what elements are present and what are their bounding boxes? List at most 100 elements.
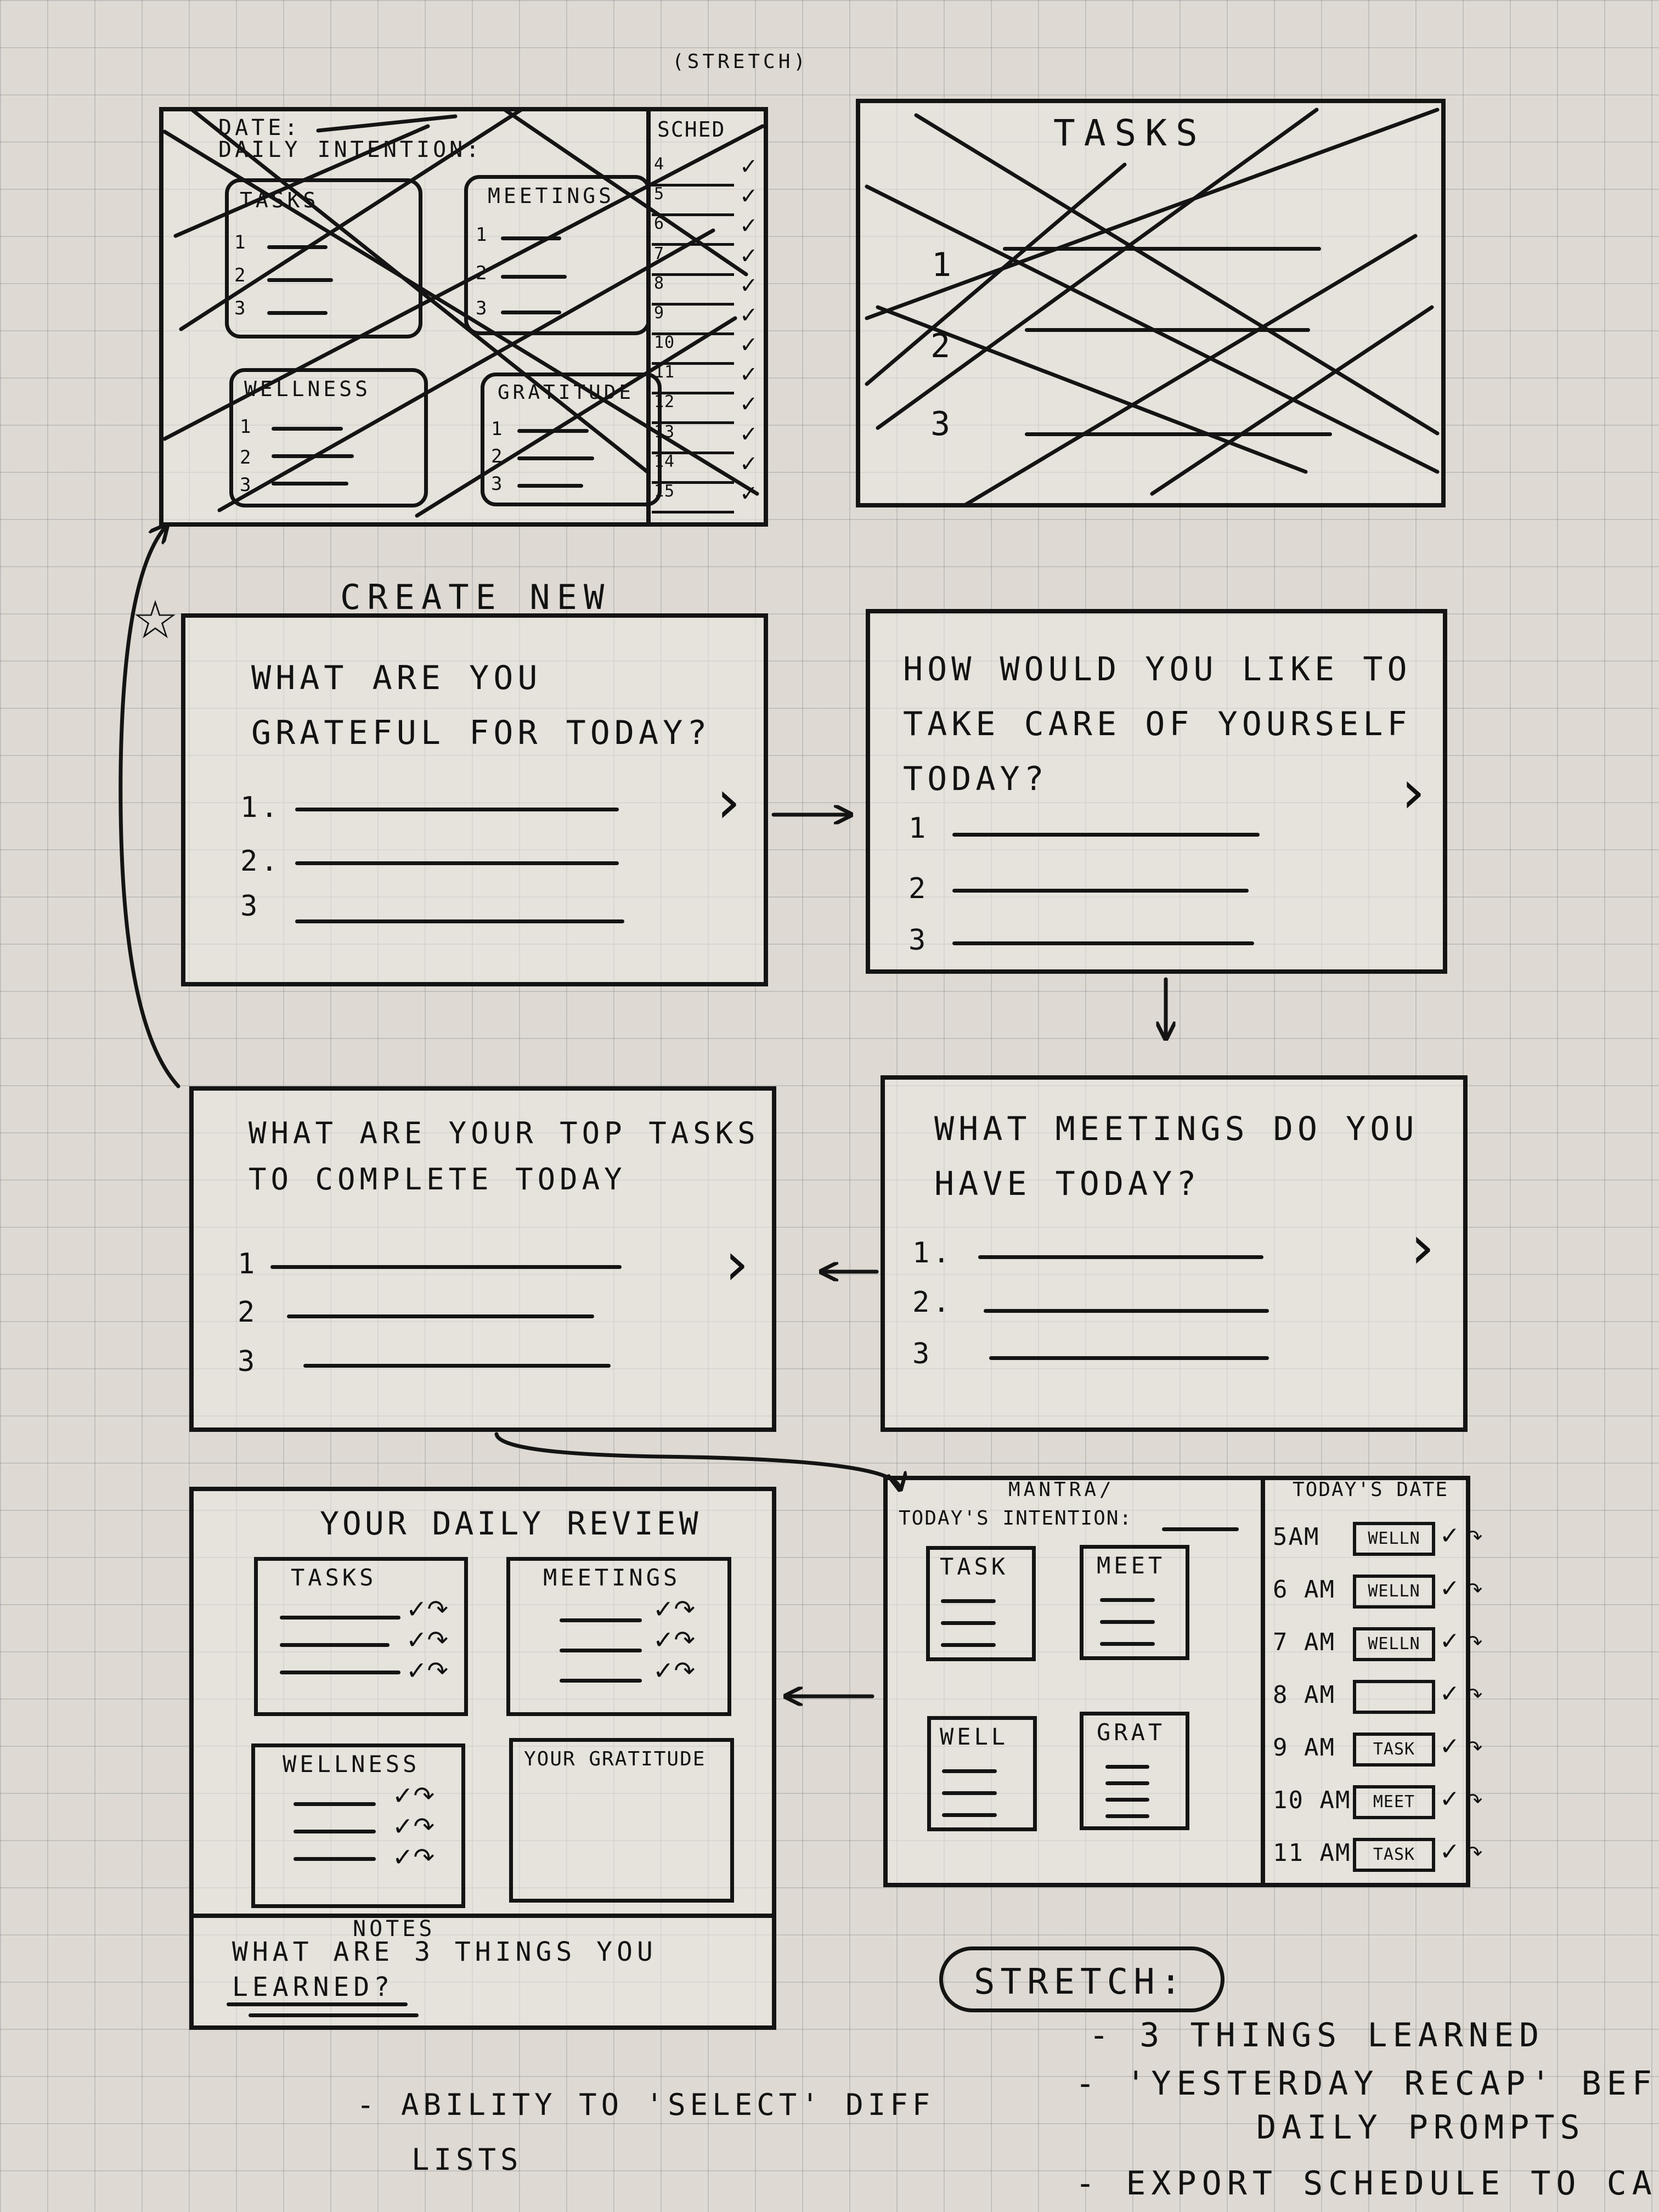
selfcare-input-line-2[interactable] (952, 889, 1249, 893)
schedule-tag[interactable]: MEET (1353, 1785, 1435, 1819)
schedule-time: 8 AM (1273, 1681, 1335, 1709)
gratitude-screen: WHAT ARE YOU GRATEFUL FOR TODAY? 1. 2. 3… (181, 613, 768, 986)
gratitude-input-line-1[interactable] (295, 808, 619, 811)
schedule-tag[interactable]: WELLN (1353, 1627, 1435, 1661)
old-sched-check-icon: ✓ (740, 332, 758, 358)
schedule-reschedule-icon[interactable]: ↷ (1466, 1526, 1483, 1549)
old-line (267, 311, 328, 315)
schedule-reschedule-icon[interactable]: ↷ (1466, 1579, 1483, 1601)
old-num: 3 (234, 297, 246, 319)
gratitude-input-line-3[interactable] (295, 919, 624, 923)
old-line (272, 482, 348, 486)
schedule-reschedule-icon[interactable]: ↷ (1466, 1842, 1483, 1865)
tile-grat[interactable]: GRAT (1080, 1712, 1189, 1830)
review-line (294, 1802, 376, 1806)
tile-well[interactable]: WELL (927, 1716, 1037, 1831)
old-sched-row: 11✓ (652, 362, 758, 395)
schedule-row[interactable]: 8 AM ✓ ↷ (1265, 1672, 1482, 1725)
gratitude-input-line-2[interactable] (295, 861, 619, 865)
old-dashboard-mockup: DATE: DAILY INTENTION: TASKS 1 2 3 MEETI… (159, 107, 768, 527)
schedule-check-icon[interactable]: ✓ (1440, 1785, 1460, 1813)
old-sched-hour: 6 (654, 214, 665, 234)
meetings-next-chevron[interactable]: › (1410, 1212, 1435, 1282)
old-num: 3 (476, 297, 487, 319)
notes-input-line-1[interactable] (227, 2002, 408, 2006)
meetings-num-1: 1. (912, 1237, 953, 1269)
tile-meet[interactable]: MEET (1080, 1545, 1189, 1660)
tasks-mockup-num: 2 (930, 327, 951, 365)
tasks-next-chevron[interactable]: › (725, 1228, 749, 1299)
tile-task-label: TASK (940, 1553, 1009, 1580)
schedule-tag[interactable]: TASK (1353, 1838, 1435, 1872)
schedule-tag[interactable]: TASK (1353, 1733, 1435, 1767)
stretch-label: STRETCH: (974, 1962, 1187, 2002)
review-tasks-title: TASKS (291, 1564, 377, 1591)
selfcare-input-line-1[interactable] (952, 833, 1260, 837)
schedule-reschedule-icon[interactable]: ↷ (1466, 1790, 1483, 1812)
tasks-input-line-2[interactable] (287, 1314, 594, 1318)
tasks-screen: WHAT ARE YOUR TOP TASKS TO COMPLETE TODA… (189, 1086, 776, 1432)
old-sched-check-icon: ✓ (740, 184, 758, 210)
old-line (501, 236, 561, 240)
old-num: 1 (491, 418, 503, 440)
tasks-input-line-3[interactable] (303, 1364, 611, 1368)
schedule-tag[interactable]: WELLN (1353, 1575, 1435, 1609)
tile-well-label: WELL (940, 1723, 1009, 1750)
old-sched-hour: 14 (654, 452, 675, 471)
old-sched-hour: 11 (654, 363, 675, 382)
old-tasks-box: TASKS 1 2 3 (225, 178, 422, 338)
old-line (272, 454, 354, 458)
old-num: 1 (476, 224, 487, 246)
bottom-note-line-1: - ABILITY TO 'SELECT' DIFF (357, 2087, 935, 2122)
review-wellness-box: WELLNESS ✓↷✓↷✓↷ (251, 1743, 465, 1908)
gratitude-num-2: 2. (240, 845, 281, 878)
selfcare-input-line-3[interactable] (952, 941, 1254, 945)
schedule-reschedule-icon[interactable]: ↷ (1466, 1684, 1483, 1707)
old-sched-hour: 7 (654, 244, 665, 263)
schedule-check-icon[interactable]: ✓ (1440, 1627, 1460, 1655)
selfcare-next-chevron[interactable]: › (1401, 757, 1425, 827)
tile-task[interactable]: TASK (926, 1546, 1036, 1661)
schedule-row[interactable]: 6 AM WELLN✓ ↷ (1265, 1567, 1482, 1620)
mantra-label: MANTRA/ (1008, 1479, 1115, 1501)
schedule-check-icon[interactable]: ✓ (1440, 1522, 1460, 1550)
old-num: 2 (240, 447, 251, 469)
gratitude-num-3: 3 (240, 890, 261, 923)
old-sched-check-icon: ✓ (740, 451, 758, 477)
meetings-input-line-2[interactable] (984, 1309, 1269, 1313)
old-num: 1 (240, 416, 251, 438)
schedule-reschedule-icon[interactable]: ↷ (1466, 1737, 1483, 1759)
tile-line (1105, 1798, 1149, 1802)
schedule-check-icon[interactable]: ✓ (1440, 1733, 1460, 1760)
star-icon: ☆ (132, 589, 179, 651)
review-line (294, 1857, 376, 1861)
tile-line (1100, 1598, 1155, 1602)
schedule-tag[interactable]: WELLN (1353, 1522, 1435, 1556)
meetings-input-line-3[interactable] (989, 1356, 1269, 1360)
gratitude-next-chevron[interactable]: › (716, 766, 741, 837)
tile-grat-label: GRAT (1097, 1719, 1166, 1746)
intention-input-line[interactable] (1162, 1527, 1239, 1531)
schedule-tag[interactable] (1353, 1680, 1435, 1714)
old-sched-row: 9✓ (652, 303, 758, 335)
old-sched-hour: 5 (654, 184, 665, 204)
schedule-check-icon[interactable]: ✓ (1440, 1680, 1460, 1708)
schedule-time: 6 AM (1273, 1576, 1335, 1604)
tasks-input-line-1[interactable] (270, 1265, 622, 1269)
daily-review-screen: YOUR DAILY REVIEW TASKS ✓↷✓↷✓↷ MEETINGS … (189, 1487, 776, 2030)
schedule-reschedule-icon[interactable]: ↷ (1466, 1632, 1483, 1654)
schedule-check-icon[interactable]: ✓ (1440, 1838, 1460, 1866)
review-gratitude-title: YOUR GRATITUDE (524, 1748, 706, 1770)
notes-label: NOTES (353, 1916, 436, 1942)
schedule-check-icon[interactable]: ✓ (1440, 1575, 1460, 1602)
meetings-input-line-1[interactable] (978, 1255, 1263, 1259)
old-num: 2 (491, 445, 503, 467)
notes-input-line-2[interactable] (249, 2013, 419, 2017)
old-line (267, 278, 333, 282)
